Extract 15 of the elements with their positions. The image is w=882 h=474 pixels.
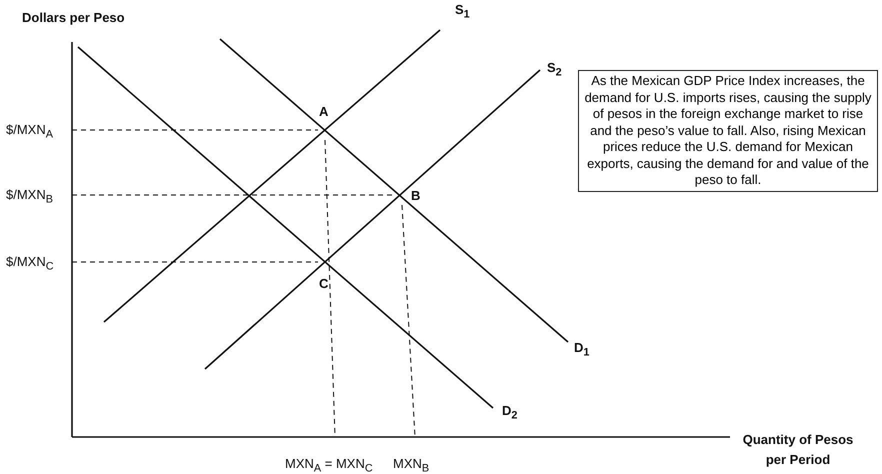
note-box: As the Mexican GDP Price Index increases, the demand for U.S. imports rises, causing the supply of pesos in the foreign exchange market to rise and the peso’s value to fall. Also, rising Mexican prices reduce the U.S. demand for Mexican exports, causing the demand for and value of the peso to fall. <box>578 70 878 192</box>
axis-title: Dollars per Peso <box>22 10 125 25</box>
tick-label: MXN$_{B}$ <box>393 456 430 474</box>
point-label: C <box>319 276 328 291</box>
tick-label: $/MXN$_{B}$ <box>6 187 53 208</box>
point-label: A <box>319 104 328 119</box>
tick-label: $/MXN$_{C}$ <box>6 254 54 275</box>
tick-label: $/MXN$_{A}$ <box>6 122 53 143</box>
point-label: B <box>411 188 420 203</box>
curve-label: S$_{1}$ <box>455 2 470 23</box>
curve-label: D$_{1}$ <box>574 340 590 361</box>
axis-title: Quantity of Pesos per Period <box>742 431 854 469</box>
curve-label: S$_{2}$ <box>547 60 562 81</box>
tick-label: MXN$_{A}$ = MXN$_{C}$ <box>285 456 373 474</box>
curve-label: D$_{2}$ <box>502 403 518 424</box>
